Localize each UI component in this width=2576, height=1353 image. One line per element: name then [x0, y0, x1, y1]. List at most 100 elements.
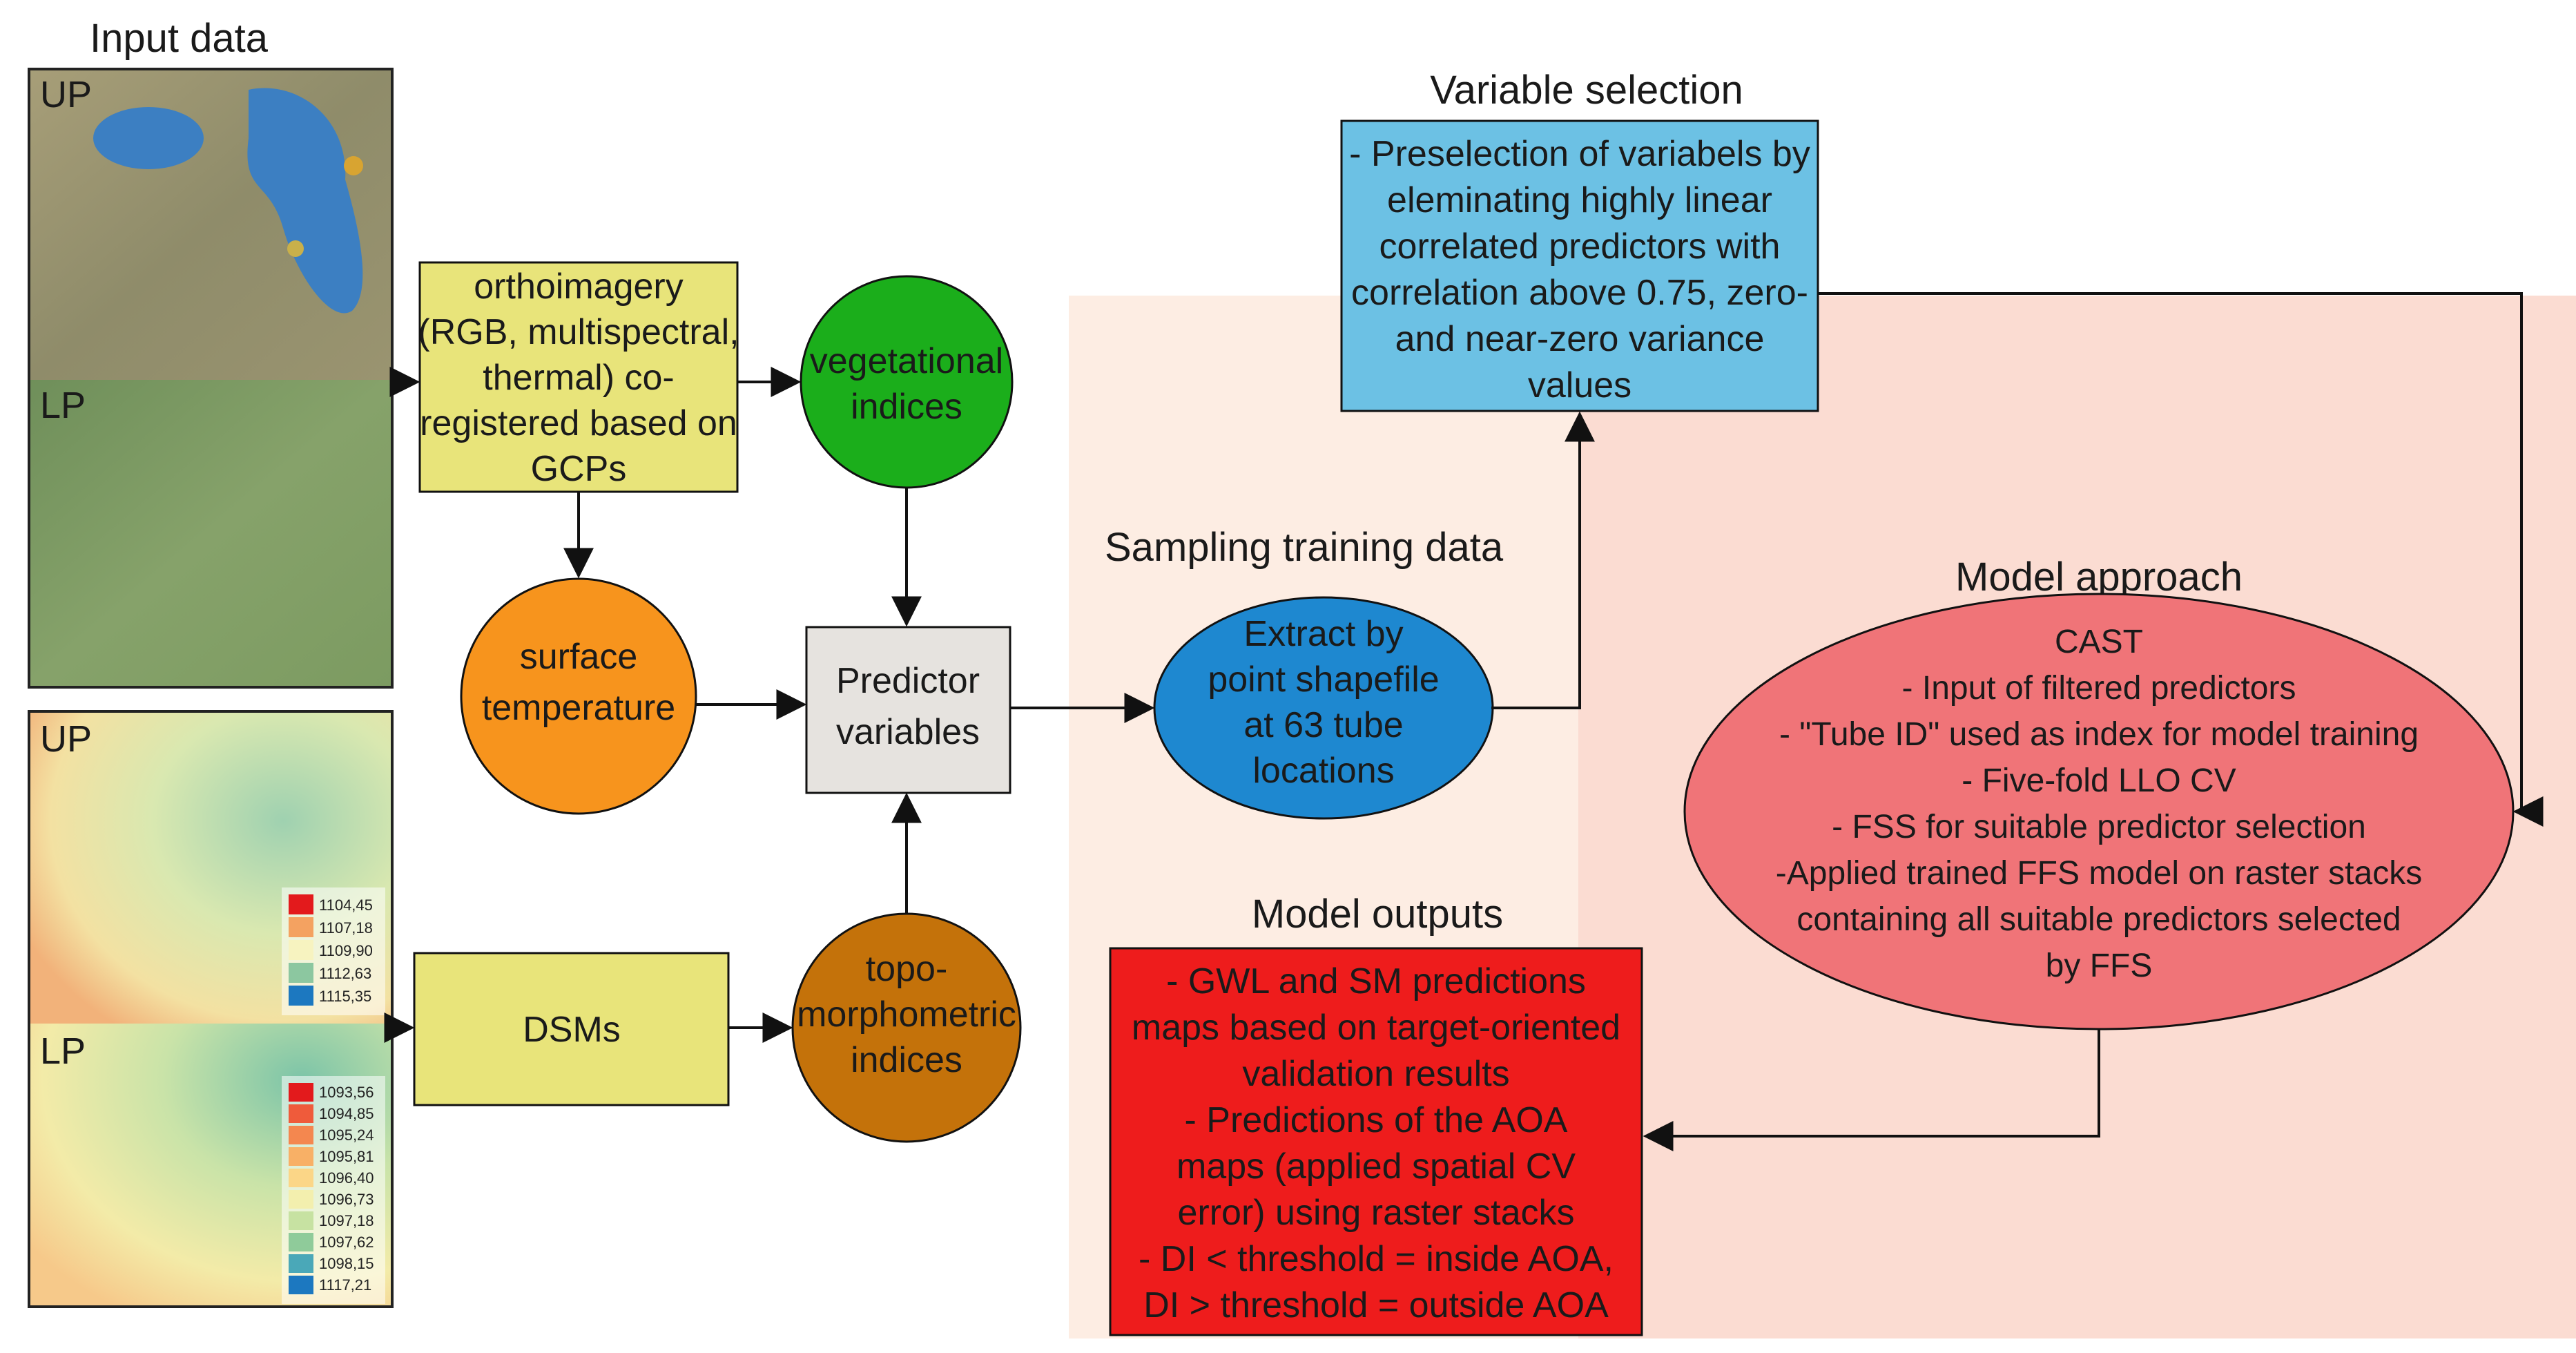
- text-line: Extract by: [1243, 614, 1403, 654]
- text-line: maps (applied spatial CV: [1176, 1146, 1576, 1187]
- dsm-lp-label: LP: [40, 1030, 86, 1072]
- text-line: correlation above 0.75, zero-: [1351, 273, 1808, 313]
- legend-swatch: [289, 1211, 313, 1230]
- legend-label: 1094,85: [319, 1105, 374, 1122]
- dsm-panel: UP LP 1104,451107,181109,901112,631115,3…: [28, 710, 394, 1308]
- arrow-extract-to-varsel: [1491, 411, 1595, 709]
- text-line: eleminating highly linear: [1387, 180, 1772, 220]
- legend-swatch: [289, 1233, 313, 1251]
- legend-label: 1096,40: [319, 1169, 374, 1187]
- text-line: - Input of filtered predictors: [1902, 670, 2296, 707]
- pond-shape: [93, 107, 204, 169]
- text-line: morphometric: [797, 995, 1016, 1035]
- legend-label: 1095,24: [319, 1126, 374, 1144]
- legend-label: 1117,21: [319, 1276, 371, 1294]
- text-line: -Applied trained FFS model on raster sta…: [1776, 855, 2422, 892]
- text-line: - Preselection of variabels by: [1349, 134, 1810, 174]
- predictor-variables-box: [805, 626, 1011, 794]
- model-approach-text: CAST - Input of filtered predictors - "Tub…: [1776, 624, 2422, 984]
- text-line: CAST: [2055, 624, 2143, 660]
- variable-selection-text: - Preselection of variabels by eleminatin…: [1349, 134, 1810, 405]
- text-line: at 63 tube: [1243, 705, 1403, 745]
- legend-swatch: [289, 963, 313, 983]
- legend-label: 1093,56: [319, 1084, 374, 1101]
- text-line: orthoimagery: [474, 267, 683, 307]
- model-outputs-text: - GWL and SM predictions maps based on ta…: [1132, 961, 1620, 1325]
- text-line: - FSS for suitable predictor selection: [1832, 809, 2366, 845]
- arrow-model-to-outputs: [1643, 1029, 2100, 1151]
- sampling-title: Sampling training data: [1105, 525, 1504, 570]
- legend-label: 1112,63: [319, 965, 371, 982]
- text-line: indices: [851, 387, 962, 427]
- predictor-variables-text: Predictor variables: [836, 661, 980, 752]
- text-line: maps based on target-oriented: [1132, 1008, 1620, 1048]
- model-approach-title: Model approach: [1955, 555, 2243, 599]
- legend-swatch: [289, 1147, 313, 1166]
- legend-swatch: [289, 917, 313, 937]
- legend-swatch: [289, 1083, 313, 1102]
- input-data-title: Input data: [90, 16, 269, 61]
- text-line: DI > threshold = outside AOA: [1143, 1285, 1609, 1325]
- variable-selection-title: Variable selection: [1430, 68, 1743, 113]
- orthoimagery-box: [418, 261, 739, 493]
- pond-shape: [247, 88, 363, 314]
- legend-label: 1098,15: [319, 1255, 374, 1272]
- dsms-text: DSMs: [523, 1010, 621, 1050]
- model-outputs-box: [1109, 947, 1643, 1336]
- legend-label: 1096,73: [319, 1191, 374, 1208]
- text-line: - Five-fold LLO CV: [1962, 762, 2236, 799]
- text-line: Predictor: [836, 661, 980, 701]
- variable-selection-box: [1340, 119, 1819, 412]
- text-line: validation results: [1242, 1054, 1509, 1094]
- legend-label: 1104,45: [319, 896, 373, 914]
- text-line: error) using raster stacks: [1177, 1193, 1574, 1233]
- text-line: indices: [851, 1040, 962, 1080]
- text-line: surface: [520, 637, 638, 677]
- orthoimagery-box-text: orthoimagery (RGB, multispectral, thermal)…: [418, 267, 739, 489]
- legend-swatch: [289, 1126, 313, 1144]
- text-line: values: [1528, 365, 1631, 405]
- legend-swatch: [289, 1190, 313, 1209]
- text-line: registered based on: [420, 403, 737, 443]
- dsm-up-label: UP: [40, 718, 92, 760]
- legend-swatch: [289, 894, 313, 914]
- text-line: and near-zero variance: [1395, 319, 1765, 359]
- legend-swatch: [289, 1276, 313, 1294]
- text-line: variables: [836, 712, 980, 752]
- text-line: - "Tube ID" used as index for model trai…: [1779, 716, 2419, 753]
- text-line: temperature: [482, 688, 675, 728]
- text-line: - Predictions of the AOA: [1185, 1100, 1568, 1140]
- legend-label: 1097,18: [319, 1212, 374, 1229]
- text-line: topo-: [866, 949, 948, 989]
- legend-swatch: [289, 986, 313, 1006]
- legend-label: 1097,62: [319, 1234, 374, 1251]
- extract-text: Extract by point shapefile at 63 tube locat…: [1208, 614, 1439, 791]
- text-line: - GWL and SM predictions: [1166, 961, 1586, 1001]
- legend-label: 1095,81: [319, 1148, 374, 1165]
- legend-swatch: [289, 1104, 313, 1123]
- orthoimagery-panel: UP LP: [28, 68, 394, 689]
- legend-swatch: [289, 1169, 313, 1187]
- model-outputs-title: Model outputs: [1252, 892, 1503, 937]
- arrow-varsel-to-model: [1818, 292, 2544, 827]
- text-line: locations: [1252, 751, 1394, 791]
- surface-temperature-circle: [460, 577, 697, 815]
- text-line: point shapefile: [1208, 660, 1439, 700]
- text-line: - DI < threshold = inside AOA,: [1139, 1239, 1614, 1279]
- legend-swatch: [289, 1254, 313, 1273]
- topo-morphometric-text: topo-morphometric indices: [797, 949, 1016, 1080]
- text-line: thermal) co-: [483, 358, 674, 398]
- vegetational-indices-circle: [800, 275, 1014, 489]
- text-line: by FFS: [2046, 948, 2153, 984]
- text-line: containing all suitable predictors selec…: [1797, 901, 2401, 938]
- ortho-up-label: UP: [40, 74, 92, 115]
- surface-temperature-text: surface temperature: [482, 637, 675, 728]
- legend-lp: 1093,56 1094,85 1095,24 1095,81 1096,40 1096,…: [282, 1076, 385, 1304]
- legend-label: 1109,90: [319, 942, 373, 959]
- text-line: correlated predictors with: [1379, 227, 1781, 267]
- text-line: (RGB, multispectral,: [418, 312, 739, 352]
- legend-label: 1115,35: [319, 988, 371, 1005]
